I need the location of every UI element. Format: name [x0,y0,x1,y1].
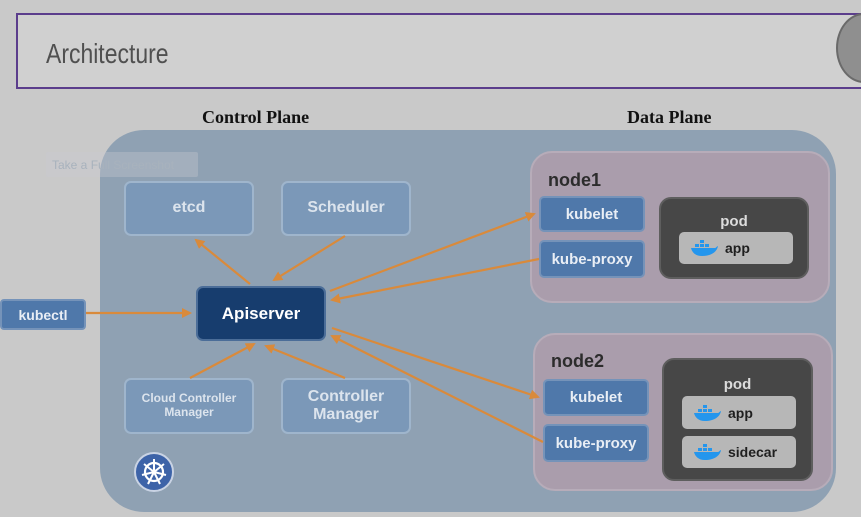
node2-pod: pod app sidecar [662,358,813,481]
screenshot-watermark: Take a Full Screenshot [46,152,198,177]
page-title: Architecture [46,38,169,69]
kubectl-box: kubectl [0,299,86,330]
controller-manager-box: Controller Manager [281,378,411,434]
arrow-cloud-controller-apiserver [189,343,256,379]
data-plane-label: Data Plane [627,107,712,127]
node2-kube-proxy: kube-proxy [543,424,649,462]
arrow-node1-proxy-apiserver [330,257,540,304]
docker-icon [694,444,721,460]
docker-icon [691,240,718,256]
controller-manager-line1: Controller [307,387,385,405]
node2-container-sidecar-label: sidecar [728,444,778,460]
node1-label: node1 [548,170,602,190]
cloud-controller-line1: Cloud Controller [141,391,237,406]
cloud-controller-manager-box: Cloud Controller Manager [124,378,254,434]
node2-container-app-label: app [728,404,753,421]
node2-label: node2 [551,351,605,371]
node2-container-sidecar: sidecar [682,436,796,468]
arrow-controller-manager-apiserver [264,344,346,380]
arrow-scheduler-apiserver [272,235,346,282]
arrow-apiserver-node1-kubelet [329,212,536,293]
scheduler-box: Scheduler [281,181,411,236]
node1-kube-proxy: kube-proxy [539,240,645,278]
node1-pod: pod app [659,197,809,279]
cloud-controller-line2: Manager [164,405,214,419]
node1-kubelet: kubelet [539,196,645,232]
node1-container-app-label: app [725,240,750,256]
arrow-node2-proxy-apiserver [330,335,544,443]
node1-container-app: app [679,232,793,264]
etcd-box: etcd [124,181,254,236]
node2-pod-label: pod [723,376,752,393]
controller-manager-line2: Manager [313,406,379,423]
node1-pod-label: pod [720,213,748,230]
control-plane-label: Control Plane [202,107,310,127]
title-banner [16,13,861,89]
docker-icon [694,404,721,421]
arrow-apiserver-node2-kubelet [331,326,540,400]
node2-container-app: app [682,396,796,429]
arrow-apiserver-etcd [194,238,251,285]
apiserver-box: Apiserver [196,286,326,341]
kubernetes-icon [134,452,174,492]
node2-kubelet: kubelet [543,379,649,416]
